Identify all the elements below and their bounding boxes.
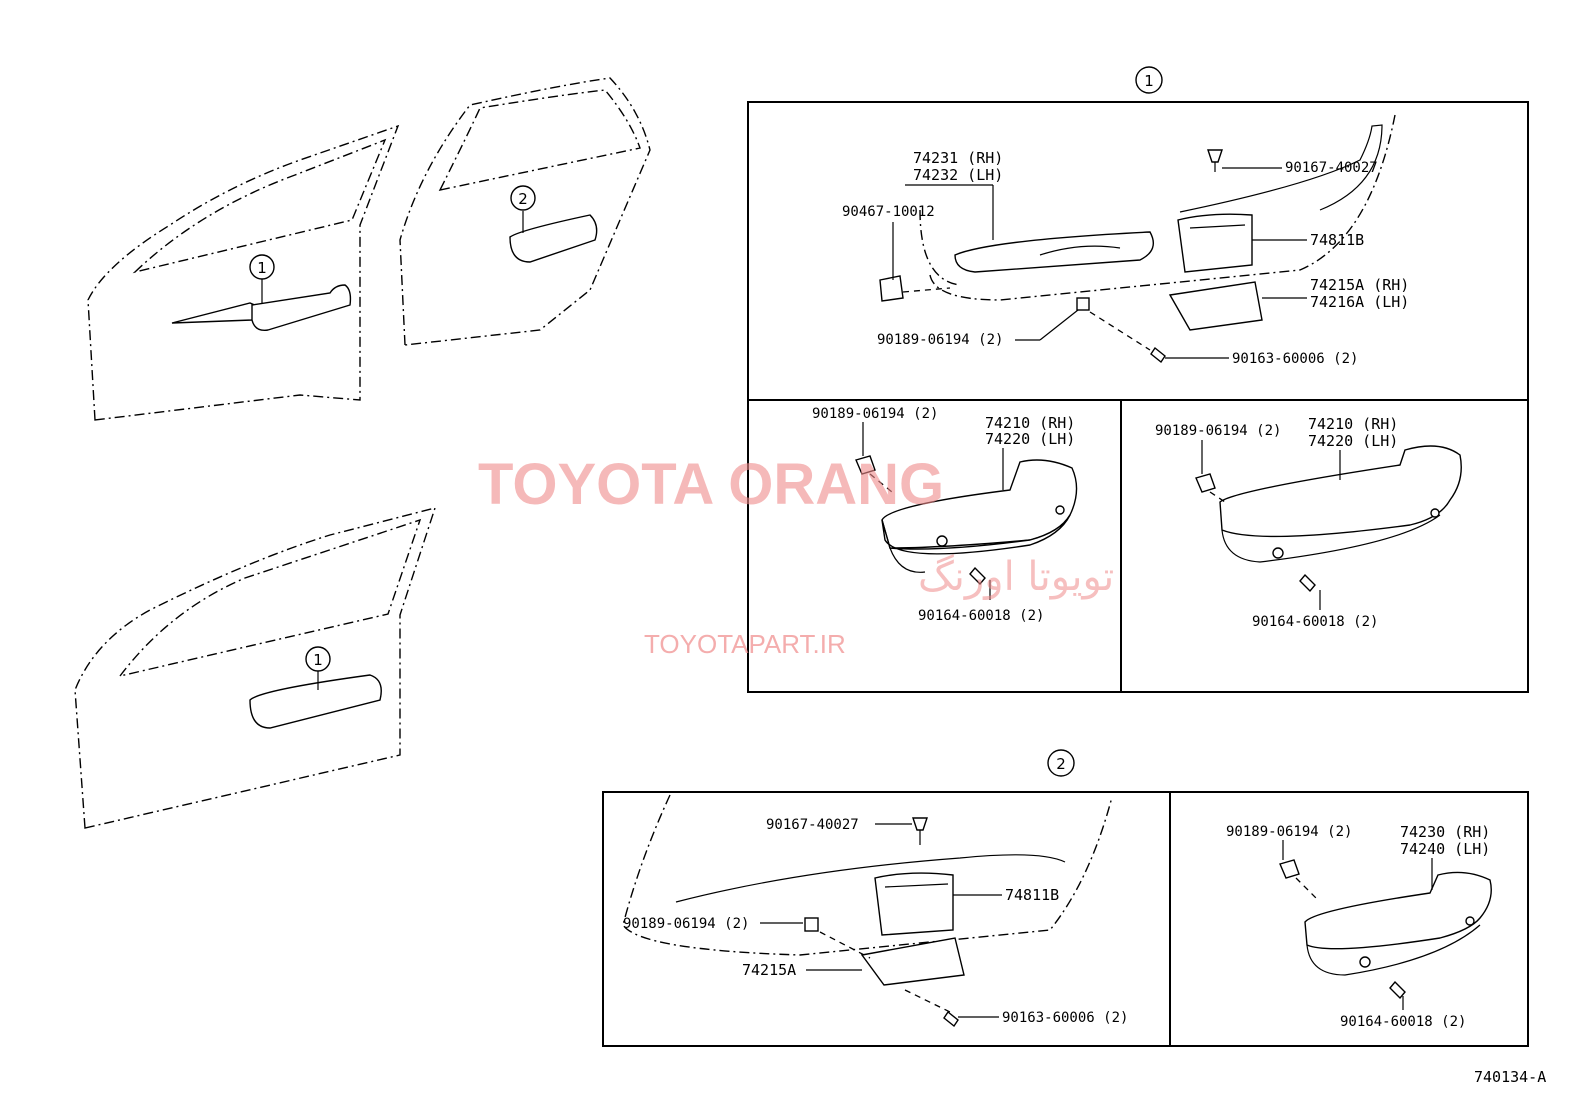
part-74230-rh-label: 74230 (RH)	[1400, 823, 1490, 841]
part-74216a-lh-label: 74216A (LH)	[1310, 293, 1409, 311]
part-90167-40027-label-s2: 90167-40027	[766, 817, 859, 833]
section-2-left-labels: 90167-40027 74811B 90189-06194 (2) 74215…	[623, 817, 1128, 1026]
callout-1-coupe-door: 1	[305, 646, 331, 672]
rear-door-illustration	[399, 77, 651, 346]
svg-text:2: 2	[1056, 755, 1066, 773]
part-74210-rh-label-s1r: 74210 (RH)	[1308, 415, 1398, 433]
part-74811b-label-s2: 74811B	[1005, 886, 1059, 904]
section-1-top-labels: 74231 (RH) 74232 (LH) 90467-10012 90167-…	[842, 149, 1409, 367]
part-90164-60018-label-s1l: 90164-60018 (2)	[918, 608, 1044, 624]
front-door-sedan-illustration	[87, 124, 400, 421]
part-74220-lh-label-s1l: 74220 (LH)	[985, 430, 1075, 448]
part-74240-lh-label: 74240 (LH)	[1400, 840, 1490, 858]
svg-text:2: 2	[518, 190, 528, 208]
section-2-right-labels: 90189-06194 (2) 74230 (RH) 74240 (LH) 90…	[1226, 823, 1490, 1030]
watermark-brand: TOYOTA ORANG	[478, 452, 944, 517]
section-1-right-labels: 90189-06194 (2) 74210 (RH) 74220 (LH) 90…	[1155, 415, 1398, 630]
part-74231-label: 74231 (RH)	[913, 149, 1003, 167]
part-90189-06194-label-s1: 90189-06194 (2)	[877, 332, 1003, 348]
armrest-74230-panel	[1279, 859, 1492, 1010]
svg-text:1: 1	[257, 259, 267, 277]
part-74215a-label-s2: 74215A	[742, 961, 796, 979]
part-90189-06194-label-s2r: 90189-06194 (2)	[1226, 824, 1352, 840]
door-trim-upper-assembly	[879, 114, 1396, 364]
part-74220-lh-label-s1r: 74220 (LH)	[1308, 432, 1398, 450]
section-2-header: 2	[1047, 749, 1075, 777]
watermark: TOYOTA ORANG تویوتا اورنگ TOYOTAPART.IR	[478, 452, 1114, 659]
callout-1-front-door: 1	[249, 254, 275, 280]
armrest-74210-right-panel	[1195, 445, 1462, 610]
part-74210-rh-label-s1l: 74210 (RH)	[985, 414, 1075, 432]
part-74232-label: 74232 (LH)	[913, 166, 1003, 184]
section-2-frame	[602, 791, 1529, 1047]
armrest-74210-left-panel	[855, 455, 1078, 600]
part-90163-60006-label-s2: 90163-60006 (2)	[1002, 1010, 1128, 1026]
part-90467-10012-label: 90467-10012	[842, 204, 935, 220]
svg-text:1: 1	[313, 651, 323, 669]
callout-2-rear-door: 2	[510, 185, 536, 211]
part-90189-06194-label-s1r: 90189-06194 (2)	[1155, 423, 1281, 439]
section-1-frame	[747, 101, 1529, 693]
part-74811b-label: 74811B	[1310, 231, 1364, 249]
part-90167-40027-label: 90167-40027	[1285, 160, 1378, 176]
part-74215a-rh-label: 74215A (RH)	[1310, 276, 1409, 294]
section-1-left-labels: 90189-06194 (2) 74210 (RH) 74220 (LH) 90…	[812, 406, 1075, 624]
watermark-brand-persian: تویوتا اورنگ	[918, 554, 1114, 600]
rear-door-trim-assembly	[622, 794, 1113, 1028]
front-door-coupe-illustration	[74, 507, 437, 829]
figure-code: 740134-A	[1474, 1068, 1546, 1086]
watermark-site: TOYOTAPART.IR	[644, 629, 846, 659]
part-90164-60018-label-s2r: 90164-60018 (2)	[1340, 1014, 1466, 1030]
part-90189-06194-label-s2: 90189-06194 (2)	[623, 916, 749, 932]
part-90164-60018-label-s1r: 90164-60018 (2)	[1252, 614, 1378, 630]
part-90163-60006-label-s1: 90163-60006 (2)	[1232, 351, 1358, 367]
svg-text:1: 1	[1144, 72, 1154, 90]
part-90189-06194-label-s1l: 90189-06194 (2)	[812, 406, 938, 422]
section-1-header: 1	[1135, 66, 1163, 94]
